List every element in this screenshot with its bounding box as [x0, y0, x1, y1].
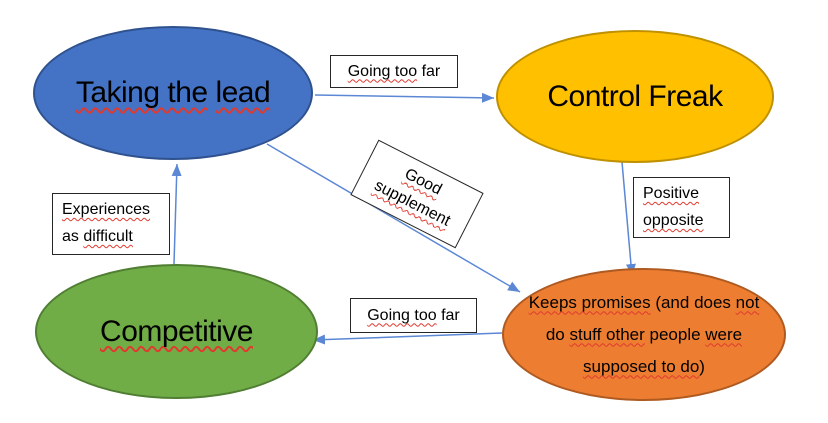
text-run: not [735, 292, 760, 312]
text-run: (and does [650, 292, 736, 312]
text-run: Control Freak [547, 79, 723, 113]
edge-label-experiences-as-difficult-text: Experiences as difficult [62, 196, 169, 250]
text-run: Taking the [75, 76, 208, 109]
text-run: stuff other [569, 324, 645, 344]
text-run: Experiences [62, 201, 151, 218]
text-run: far [417, 62, 441, 80]
text-run: far [436, 306, 460, 324]
text-run: were [705, 324, 743, 344]
arrow-taking-the-lead-to-control-freak[interactable] [314, 92, 495, 103]
text-run: Keeps promises [528, 292, 651, 312]
text-line: as difficult [62, 223, 169, 250]
text-run: do [545, 324, 570, 344]
text-run: Competitive [100, 314, 253, 348]
text-line: Experiences [62, 196, 169, 223]
text-line: Keeps promises (and does not [513, 287, 775, 319]
text-run: Going too [347, 62, 418, 80]
text-line: supposed to do) [513, 351, 775, 383]
text-run: Going too [367, 306, 437, 324]
edge-label-going-too-far-top[interactable]: Going too far [330, 55, 458, 88]
text-run: ) [699, 356, 705, 376]
edge-label-experiences-as-difficult[interactable]: Experiences as difficult [52, 193, 170, 255]
arrow-taking-the-lead-to-keeps-promises[interactable] [266, 143, 521, 293]
text-run: as [62, 228, 84, 245]
text-run: supposed to do [583, 356, 700, 376]
node-control-freak-label: Control Freak [547, 79, 723, 114]
node-taking-the-lead-label: Taking the lead [75, 76, 271, 110]
arrow-competitive-to-taking-the-lead[interactable] [171, 163, 182, 265]
text-line: do stuff other people were [513, 319, 775, 351]
arrow-keeps-promises-to-competitive[interactable] [312, 332, 503, 345]
edge-label-going-too-far-top-text: Going too far [348, 63, 441, 81]
edge-label-positive-opposite[interactable]: Positive opposite [633, 177, 730, 238]
text-run: Positive [643, 185, 700, 202]
node-competitive-label: Competitive [100, 315, 253, 349]
edge-label-positive-opposite-text: Positive opposite [643, 180, 729, 234]
text-line: opposite [643, 207, 729, 234]
node-control-freak[interactable]: Control Freak [496, 30, 774, 163]
text-line: Positive [643, 180, 729, 207]
text-run: opposite [643, 212, 704, 229]
text-run: lead [215, 76, 271, 109]
arrow-control-freak-to-keeps-promises[interactable] [621, 161, 636, 277]
text-run: people [644, 324, 706, 344]
node-taking-the-lead[interactable]: Taking the lead [33, 26, 313, 160]
node-competitive[interactable]: Competitive [35, 264, 318, 399]
edge-label-going-too-far-bottom[interactable]: Going too far [350, 298, 477, 333]
edge-label-going-too-far-bottom-text: Going too far [367, 307, 460, 325]
text-run: difficult [83, 228, 133, 245]
